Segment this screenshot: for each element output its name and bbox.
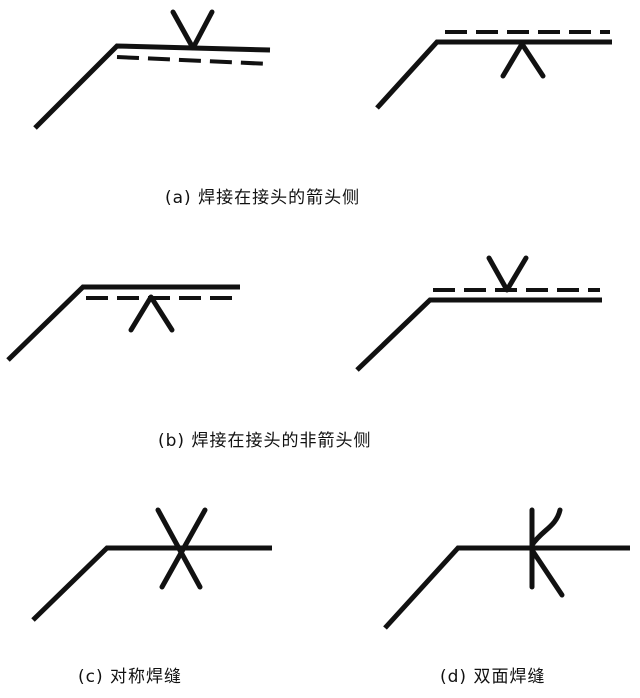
leader-arrow-line — [355, 297, 602, 372]
leader-arrow-line — [375, 39, 612, 110]
double-bevel-weld-symbol — [529, 507, 563, 548]
v-weld-symbol — [128, 294, 175, 333]
panel-b-right — [355, 255, 602, 372]
caption-a: (a) 焊接在接头的箭头侧 — [165, 188, 361, 208]
identification-dashed-line — [116, 55, 271, 66]
caption-c: (c) 对称焊缝 — [78, 667, 183, 687]
panel-b-left — [6, 284, 240, 362]
leader-arrow-line — [6, 284, 240, 362]
panel-a-right — [375, 30, 612, 110]
v-weld-symbol — [486, 255, 529, 293]
leader-arrow-line — [383, 545, 630, 630]
v-weld-symbol — [170, 9, 215, 51]
panel-d — [383, 507, 630, 630]
panel-a-left — [33, 9, 271, 130]
x-weld-symbol — [159, 507, 208, 590]
leader-arrow-line — [33, 43, 271, 130]
x-weld-symbol — [155, 507, 203, 590]
double-bevel-weld-symbol — [529, 547, 565, 598]
caption-b: (b) 焊接在接头的非箭头侧 — [158, 431, 372, 451]
leader-arrow-line — [31, 545, 272, 622]
panel-c — [31, 507, 272, 622]
v-weld-symbol — [500, 41, 546, 79]
caption-d: (d) 双面焊缝 — [440, 667, 546, 687]
